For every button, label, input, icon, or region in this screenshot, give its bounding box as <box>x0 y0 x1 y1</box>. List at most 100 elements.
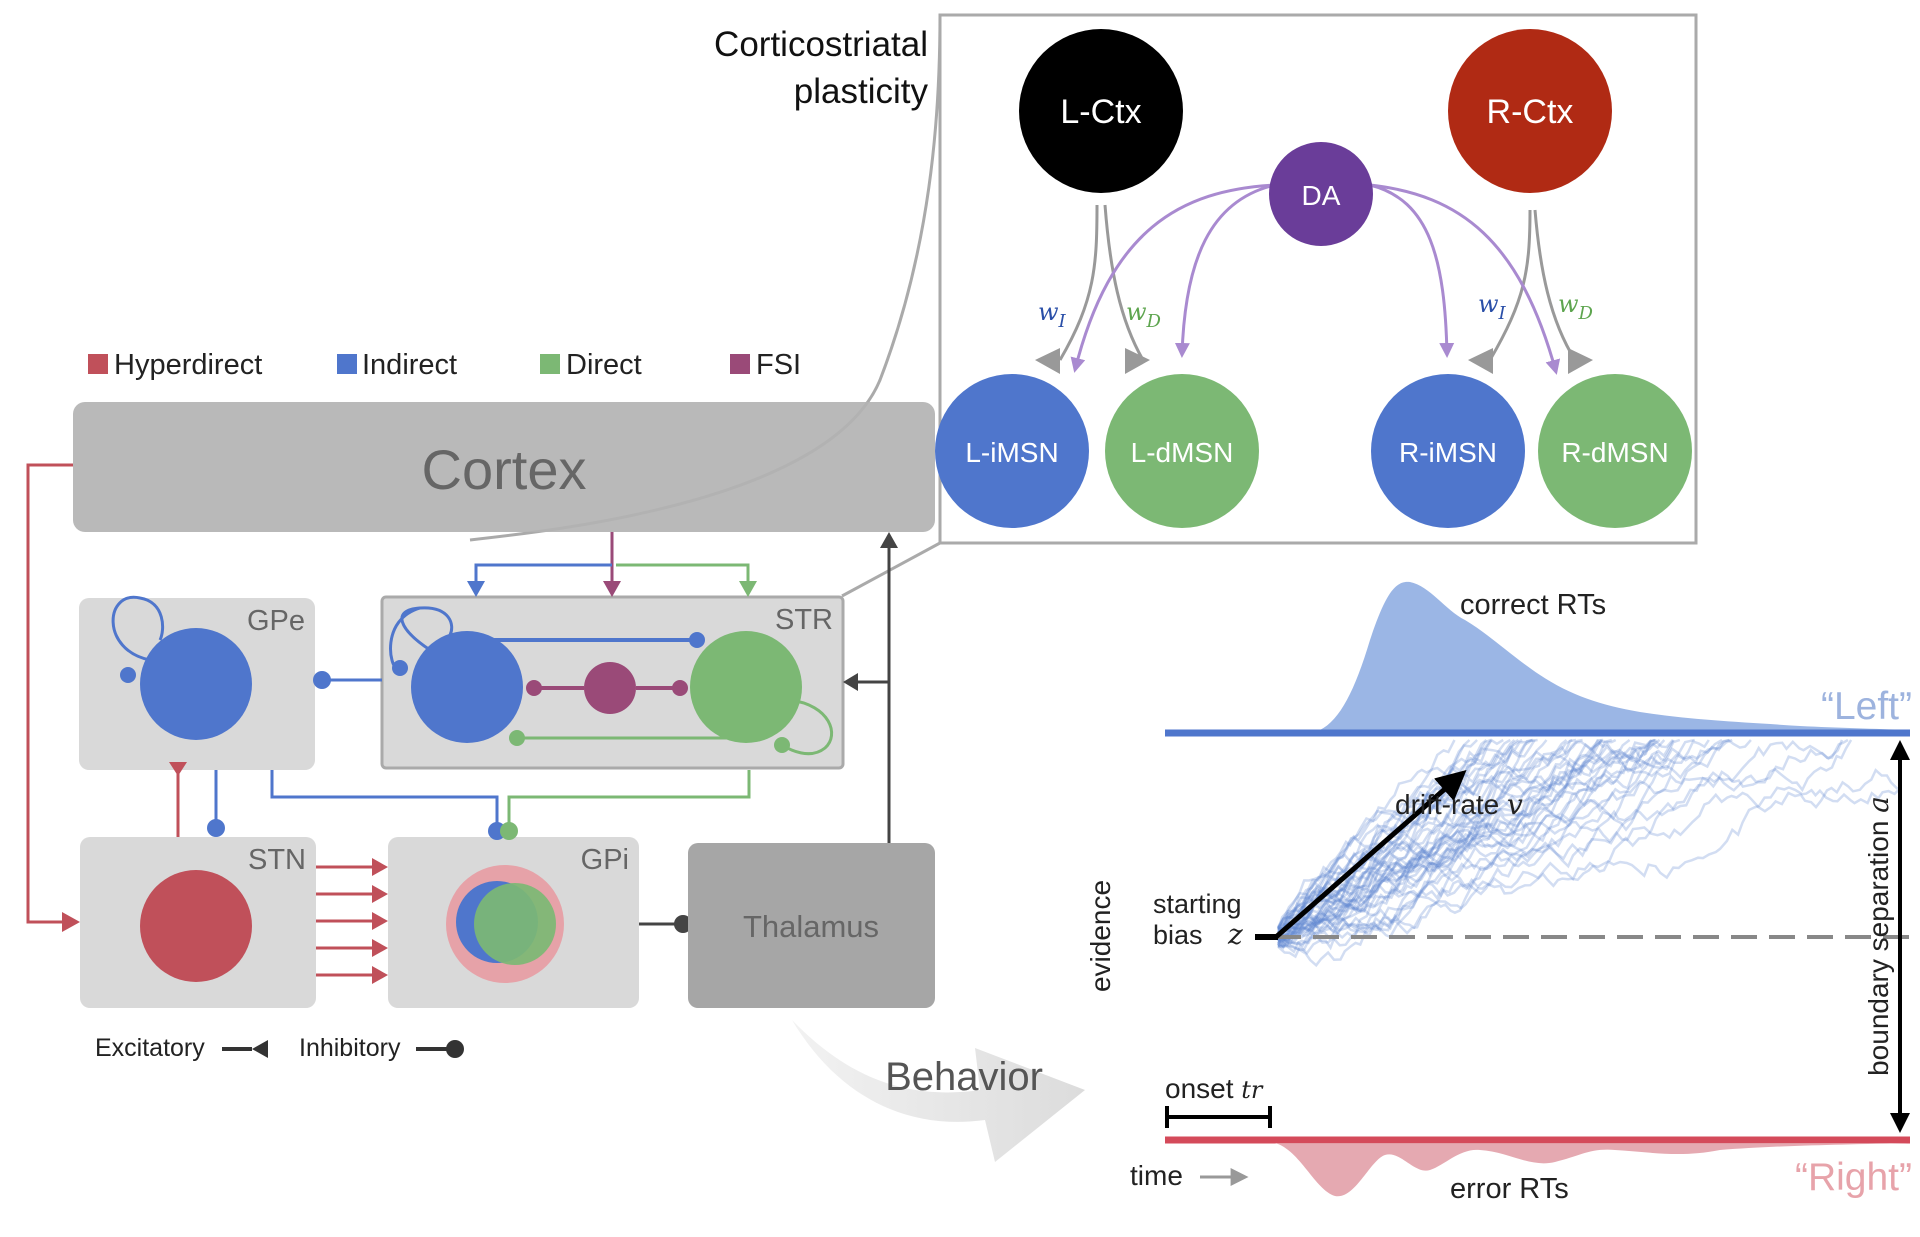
correct-rt-distribution <box>1320 581 1910 730</box>
diffusion-trace <box>1277 739 1844 947</box>
callout-zoom-line-lower <box>841 541 941 598</box>
ddm-panel: correct RTs “Left” “Right” error RTs evi… <box>1085 581 1912 1205</box>
l-dmsn-node <box>1105 374 1259 528</box>
diffusion-trace <box>1276 738 1656 930</box>
r-imsn-label: R-iMSN <box>1399 437 1497 468</box>
diffusion-trace <box>1277 738 1613 945</box>
diffusion-trace <box>1277 739 1653 959</box>
diffusion-trace <box>1277 738 1504 931</box>
behavior-arrow: Behavior <box>792 1020 1085 1162</box>
diffusion-trace <box>1277 738 1657 938</box>
error-rt-label: error RTs <box>1450 1173 1569 1205</box>
synapse-l-dmsn-icon <box>1125 348 1150 374</box>
r-ctx-label: R-Ctx <box>1487 93 1574 131</box>
behavior-label: Behavior <box>885 1055 1043 1099</box>
diffusion-trace <box>1277 738 1730 932</box>
r-dmsn-label: R-dMSN <box>1561 437 1668 468</box>
diffusion-trace <box>1276 739 1568 938</box>
diffusion-trace <box>1277 739 1710 954</box>
diffusion-trace <box>1277 738 1533 942</box>
diffusion-trace <box>1277 738 1752 939</box>
l-ctx-label: L-Ctx <box>1060 93 1141 131</box>
basal-ganglia-circuit: GPe STR <box>26 463 935 1008</box>
weight-l-d: wD <box>1126 298 1162 332</box>
boundary-separation-label: boundary separation a <box>1862 796 1895 1076</box>
diffusion-trace <box>1277 738 1523 950</box>
r-dmsn-node <box>1538 374 1692 528</box>
synapse-legend: Excitatory Inhibitory <box>95 1034 464 1062</box>
diffusion-trace <box>1277 739 1674 933</box>
diffusion-trace <box>1277 739 1603 948</box>
hyperdirect-label: Hyperdirect <box>114 349 262 381</box>
diffusion-trace <box>1277 738 1695 952</box>
direct-label: Direct <box>566 349 642 381</box>
l-imsn-label: L-iMSN <box>965 437 1058 468</box>
diffusion-trace <box>1276 739 1604 948</box>
bias-line1: starting <box>1153 889 1242 919</box>
stn-label: STN <box>248 844 306 876</box>
onset-label: onset tr <box>1165 1073 1264 1104</box>
plasticity-title-line1: Corticostriatal <box>714 25 928 64</box>
bias-line2: bias <box>1153 920 1203 950</box>
synapse-r-dmsn-icon <box>1568 348 1593 374</box>
diffusion-trace <box>1277 738 1681 949</box>
diffusion-trace <box>1277 739 1516 943</box>
drift-label: drift-rate v <box>1395 788 1523 821</box>
inhibitory-label: Inhibitory <box>299 1034 401 1062</box>
diffusion-traces <box>1276 738 1900 968</box>
da-label: DA <box>1302 180 1341 211</box>
diffusion-trace <box>1277 738 1573 946</box>
evidence-label: evidence <box>1085 880 1116 992</box>
cortex-box: Cortex <box>73 402 935 532</box>
thalamus-box <box>688 843 935 1008</box>
diffusion-trace <box>1276 738 1733 928</box>
plasticity-title-line2: plasticity <box>794 72 929 111</box>
weight-r-i: wI <box>1478 290 1507 324</box>
da-node <box>1269 142 1373 246</box>
bias-symbol: z <box>1227 918 1243 951</box>
diffusion-trace <box>1277 739 1536 934</box>
callout-frame <box>938 13 1698 545</box>
right-boundary-label: “Right” <box>1795 1156 1912 1199</box>
gpe-neuron <box>140 628 252 740</box>
diffusion-trace <box>1277 739 1853 947</box>
indirect-label: Indirect <box>362 349 457 381</box>
excitatory-label: Excitatory <box>95 1034 205 1062</box>
str-label: STR <box>775 604 833 636</box>
hyperdirect-swatch <box>88 354 108 374</box>
diffusion-trace <box>1277 739 1675 938</box>
cortex-label: Cortex <box>422 438 587 501</box>
left-boundary-label: “Left” <box>1821 685 1912 728</box>
str-fsi-neuron <box>584 662 636 714</box>
diffusion-trace <box>1276 738 1577 930</box>
gpe-label: GPe <box>247 605 305 637</box>
diffusion-trace <box>1276 738 1661 946</box>
fsi-label: FSI <box>756 349 801 381</box>
inhibitory-synapse-icon <box>446 1040 464 1058</box>
diffusion-trace <box>1277 738 1656 945</box>
synapse-l-imsn-icon <box>1035 348 1060 374</box>
time-label: time <box>1130 1160 1183 1191</box>
str-dmsn-neuron <box>690 631 802 743</box>
diffusion-trace <box>1277 738 1583 941</box>
plasticity-callout: Corticostriatal plasticity <box>469 13 1698 598</box>
synapse-r-imsn-icon <box>1468 348 1493 374</box>
direct-swatch <box>540 354 560 374</box>
diffusion-trace <box>1277 739 1631 939</box>
gpi-label: GPi <box>581 844 629 876</box>
stn-neuron <box>140 870 252 982</box>
diffusion-trace <box>1277 738 1538 936</box>
weight-l-i: wI <box>1038 298 1067 332</box>
pathway-legend: Hyperdirect Indirect Direct FSI <box>88 349 801 381</box>
diffusion-trace <box>1276 768 1899 934</box>
diffusion-trace <box>1277 739 1456 929</box>
weight-r-d: wD <box>1558 290 1594 324</box>
behavior-arrow-icon <box>792 1020 1085 1162</box>
stn-gpi-projections <box>316 858 388 984</box>
diffusion-trace <box>1276 738 1604 941</box>
diffusion-trace <box>1276 738 1617 930</box>
diffusion-trace <box>1277 738 1534 934</box>
diffusion-trace <box>1277 738 1849 933</box>
excitatory-synapse-icon <box>252 1040 268 1058</box>
